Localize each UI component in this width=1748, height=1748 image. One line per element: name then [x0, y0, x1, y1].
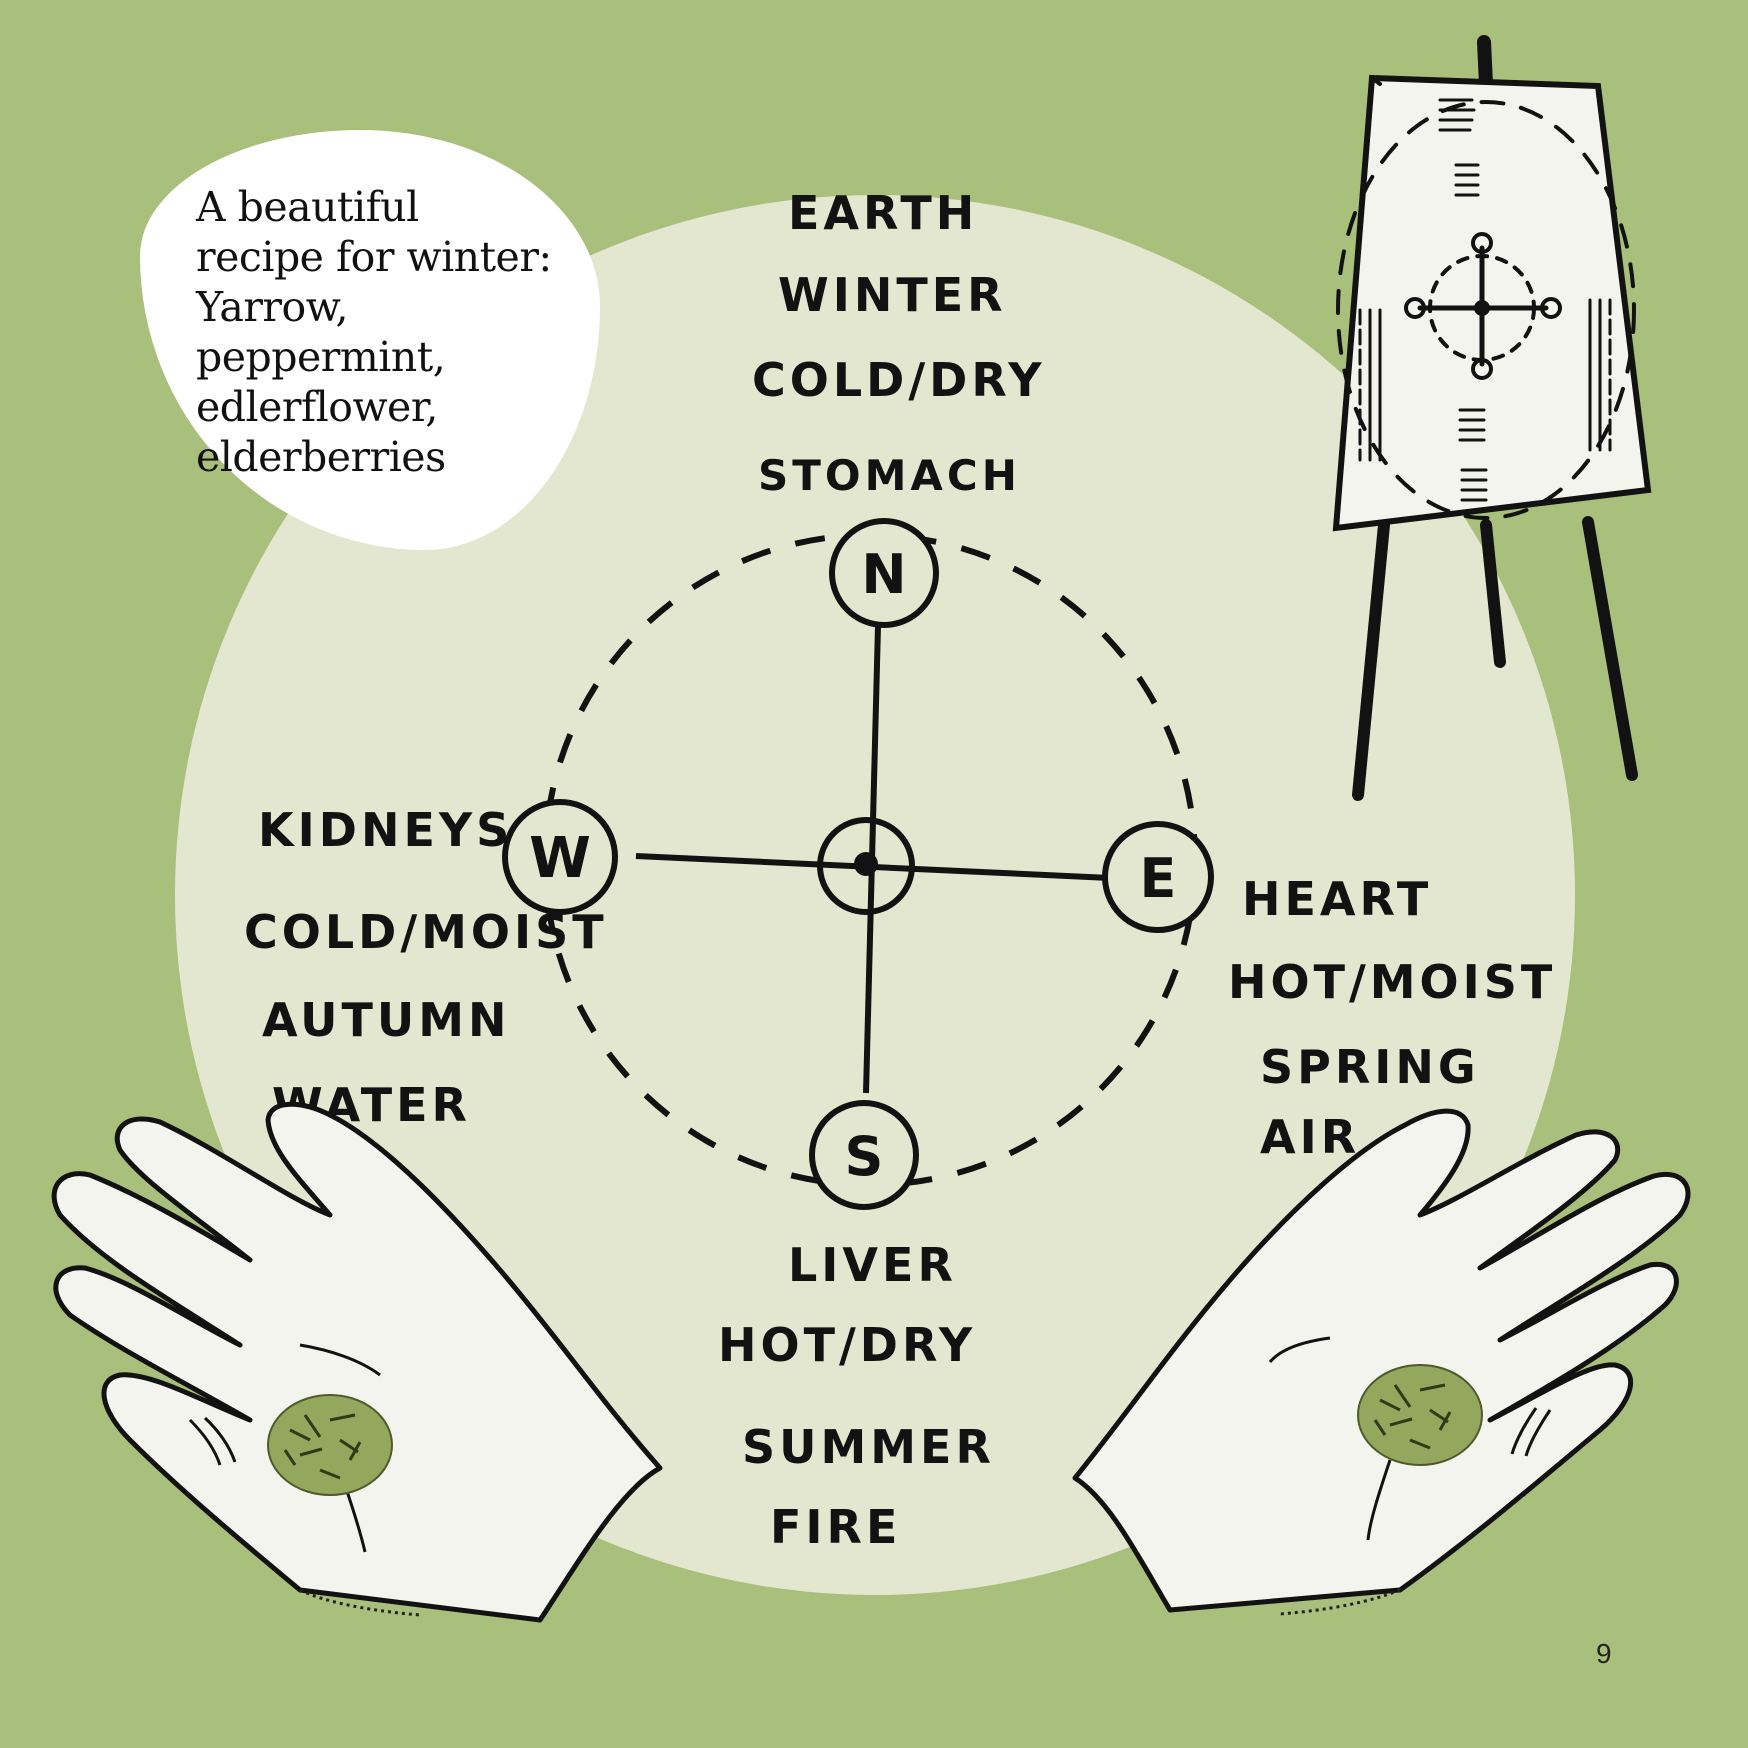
east-circle [1102, 821, 1214, 933]
west-label-quality: COLD/MOIST [244, 905, 608, 959]
north-label-season: WINTER [778, 268, 1007, 322]
recipe-line: A beautiful [196, 183, 419, 231]
recipe-line: peppermint, [196, 333, 446, 381]
east-label-season: SPRING [1260, 1040, 1480, 1094]
north-label-quality: COLD/DRY [752, 353, 1046, 407]
north-circle [829, 518, 939, 628]
west-letter: W [529, 826, 591, 891]
recipe-line: elderberries [196, 433, 446, 481]
recipe-line: edlerflower, [196, 383, 438, 431]
south-label-quality: HOT/DRY [718, 1318, 977, 1372]
east-label-organ: HEART [1242, 872, 1433, 926]
north-label-organ: STOMACH [758, 451, 1021, 500]
north-letter: N [861, 543, 906, 606]
center-circle [817, 817, 915, 915]
herb-pile-icon [1357, 1364, 1483, 1466]
recipe-line: Yarrow, [196, 283, 348, 331]
recipe-line: recipe for winter: [196, 233, 552, 281]
west-label-season: AUTUMN [262, 993, 511, 1047]
east-label-element: AIR [1260, 1110, 1361, 1164]
west-circle [502, 799, 618, 915]
page-number: 9 [1596, 1638, 1612, 1669]
west-label-organ: KIDNEYS [258, 803, 514, 857]
south-label-organ: LIVER [788, 1238, 957, 1292]
east-label-quality: HOT/MOIST [1228, 955, 1557, 1009]
east-letter: E [1140, 847, 1177, 910]
center-dot [854, 852, 878, 876]
south-circle [809, 1100, 919, 1210]
south-letter: S [845, 1125, 884, 1188]
south-label-season: SUMMER [742, 1420, 995, 1474]
recipe-text: A beautiful recipe for winter: Yarrow, p… [196, 182, 616, 482]
north-label-element: EARTH [788, 186, 979, 240]
herb-pile-icon [267, 1394, 393, 1496]
south-label-element: FIRE [770, 1500, 902, 1554]
